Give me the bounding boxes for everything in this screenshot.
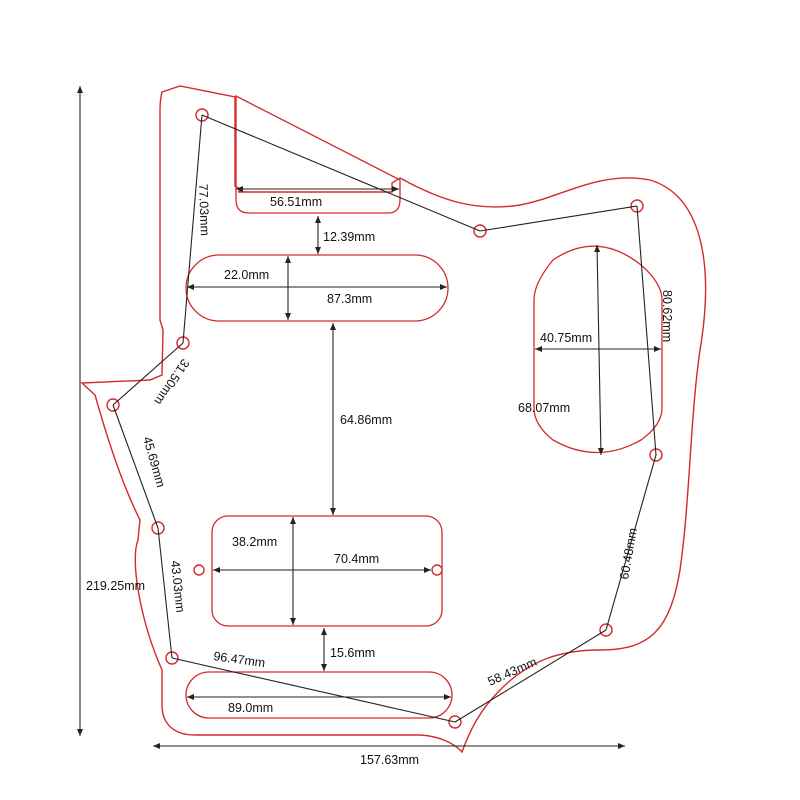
bottom-slot (185, 671, 453, 719)
pickup-spacing-label: 64.86mm (340, 413, 392, 427)
span-line (171, 657, 456, 723)
neck-width-label: 87.3mm (327, 292, 372, 306)
span-line (201, 114, 481, 232)
total-height-label: 219.25mm (86, 579, 145, 593)
left-lower-label: 43.03mm (168, 560, 187, 613)
span-line (112, 342, 184, 406)
left-mid-label: 45.69mm (140, 435, 168, 489)
screw-hole (431, 564, 443, 576)
gap-bottom-label: 15.6mm (330, 646, 375, 660)
neck-height-label: 22.0mm (224, 268, 269, 282)
control-height-label: 68.07mm (518, 401, 570, 415)
gap-top-label: 12.39mm (323, 230, 375, 244)
total-width-label: 157.63mm (360, 753, 419, 767)
span-line (479, 205, 638, 232)
screw-hole (193, 564, 205, 576)
bridge-height-label: 38.2mm (232, 535, 277, 549)
bridge-pickup-cutout (211, 515, 443, 627)
control-height-line (594, 244, 604, 456)
neck-pickup-slot (185, 254, 449, 322)
horn-cutout-label: 56.51mm (270, 195, 322, 209)
bottom-slot-label: 89.0mm (228, 701, 273, 715)
right-upper-label: 80.62mm (660, 290, 674, 342)
right-lower-label: 60.48mm (617, 527, 640, 581)
span-line (605, 454, 657, 631)
span-line (182, 114, 203, 344)
horn-cutout (235, 94, 401, 214)
span-line (157, 527, 173, 659)
bottom-diagonal-label: 96.47mm (213, 649, 267, 670)
span-line (636, 205, 657, 456)
left-upper-label: 77.03mm (196, 184, 212, 237)
left-short-label: 31.50mm (151, 356, 192, 407)
span-line (454, 629, 607, 723)
control-width-label: 40.75mm (540, 331, 592, 345)
bridge-width-label: 70.4mm (334, 552, 379, 566)
bottom-right-label: 58.43mm (486, 655, 539, 689)
pickguard-outline (80, 85, 707, 754)
dimension-lines (77, 86, 661, 749)
span-line (112, 404, 159, 529)
